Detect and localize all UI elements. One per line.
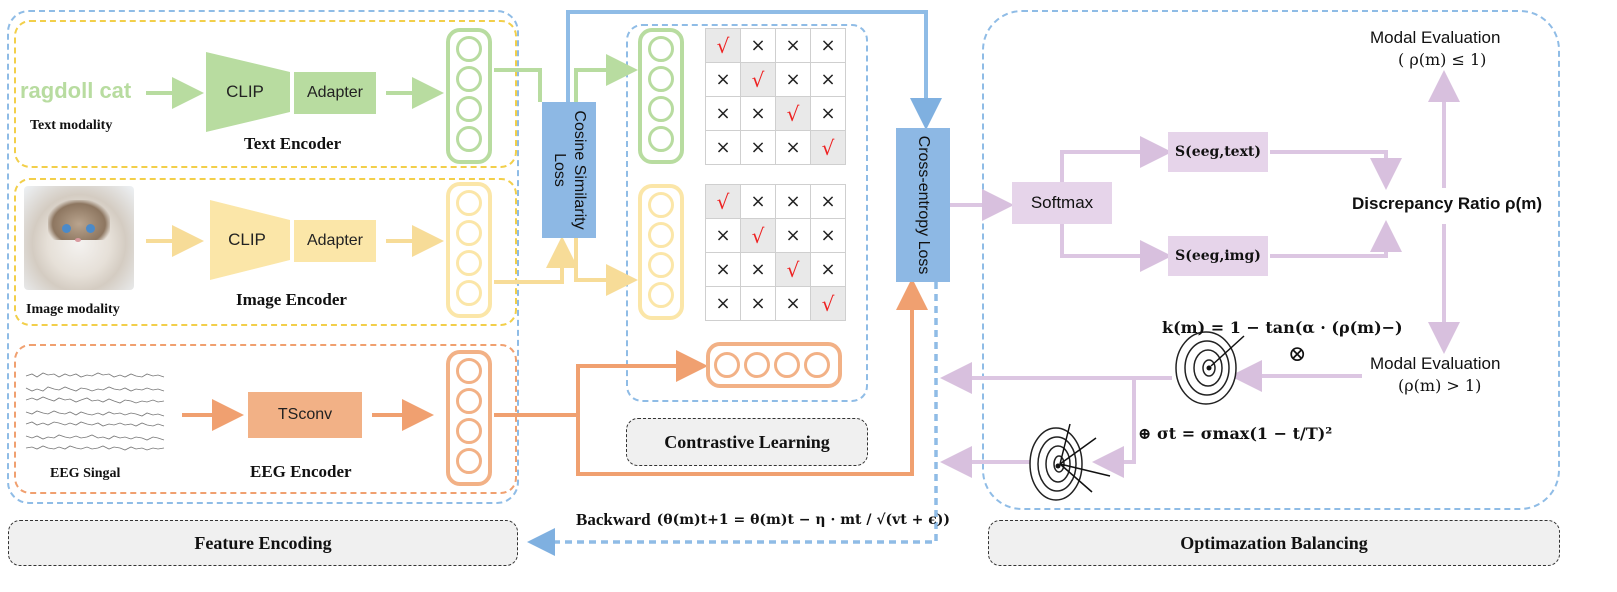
text-clip-label: CLIP <box>226 82 264 101</box>
contrastive-text-vector <box>638 28 684 164</box>
contrastive-region <box>626 24 868 402</box>
contrastive-image-vector <box>638 184 684 320</box>
text-feature-vector <box>446 28 492 164</box>
cross-entropy-loss-label: Cross-entropy Loss <box>915 135 932 275</box>
image-modality-label: Image modality <box>26 302 120 317</box>
cosine-similarity-loss-label: Cosine Similarity Loss <box>551 110 588 230</box>
cosine-similarity-loss-block <box>542 102 596 238</box>
image-clip-block <box>210 200 290 280</box>
text-adapter-block: Adapter <box>294 72 376 114</box>
eeg-row-box <box>14 344 517 494</box>
cross-entropy-loss-block <box>896 128 950 282</box>
image-row-box <box>14 178 517 326</box>
eeg-feature-vector <box>446 350 492 486</box>
text-modality-label: Text modality <box>30 118 113 133</box>
image-adapter-block: Adapter <box>294 220 376 262</box>
contrastive-eeg-vector <box>706 342 842 388</box>
target-scatter-icon <box>1029 423 1111 501</box>
image-feature-vector <box>446 182 492 318</box>
similarity-matrix-text: √××× ×√×× ××√× ×××√ <box>705 28 846 165</box>
optimization-region <box>982 10 1560 510</box>
eeg-signal-image <box>25 372 165 451</box>
eeg-encoder-label: EEG Encoder <box>250 462 352 481</box>
backward-equation: (θ(m)t+1 = θ(m)t − η · mt / √(vt + ϵ)) <box>656 512 951 528</box>
s-eeg-text-block: S(eeg,text) <box>1168 132 1268 172</box>
backward-word: Backward <box>576 510 651 529</box>
backward-formula: Backward (θ(m)t+1 = θ(m)t − η · mt / √(v… <box>576 502 950 538</box>
modal-eval-top-label: Modal Evaluation <box>1370 28 1501 47</box>
image-clip-label: CLIP <box>228 230 266 249</box>
feature-encoding-label: Feature Encoding <box>8 520 518 566</box>
modal-eval-bottom-label: Modal Evaluation <box>1370 354 1501 373</box>
text-row-box <box>14 20 517 168</box>
text-clip-block <box>206 52 290 132</box>
tsconv-block: TSconv <box>248 392 362 438</box>
cat-image <box>24 186 134 290</box>
target-icon <box>1175 331 1245 405</box>
otimes-symbol: ⊗ <box>1288 342 1307 367</box>
modal-eval-top-condition: ( ρ(m) ≤ 1) <box>1398 50 1487 69</box>
sigma-formula: ⊕ σt = σmax(1 − t/T)² <box>1138 424 1333 443</box>
feature-encoding-region <box>7 10 519 504</box>
similarity-matrix-image: √××× ×√×× ××√× ×××√ <box>705 184 846 321</box>
image-encoder-label: Image Encoder <box>236 290 347 309</box>
contrastive-learning-label: Contrastive Learning <box>626 418 868 466</box>
s-eeg-img-block: S(eeg,img) <box>1168 236 1268 276</box>
text-encoder-label: Text Encoder <box>244 134 342 153</box>
text-input-word: ragdoll cat <box>20 78 132 103</box>
optimization-balancing-label: Optimazation Balancing <box>988 520 1560 566</box>
k-formula: k(m) = 1 − tan(α · (ρ(m)−) <box>1162 318 1403 337</box>
discrepancy-ratio-label: Discrepancy Ratio ρ(m) <box>1352 194 1543 213</box>
softmax-block: Softmax <box>1012 182 1112 224</box>
modal-eval-bottom-condition: (ρ(m) > 1) <box>1398 376 1482 395</box>
eeg-modality-label: EEG Singal <box>50 466 121 481</box>
